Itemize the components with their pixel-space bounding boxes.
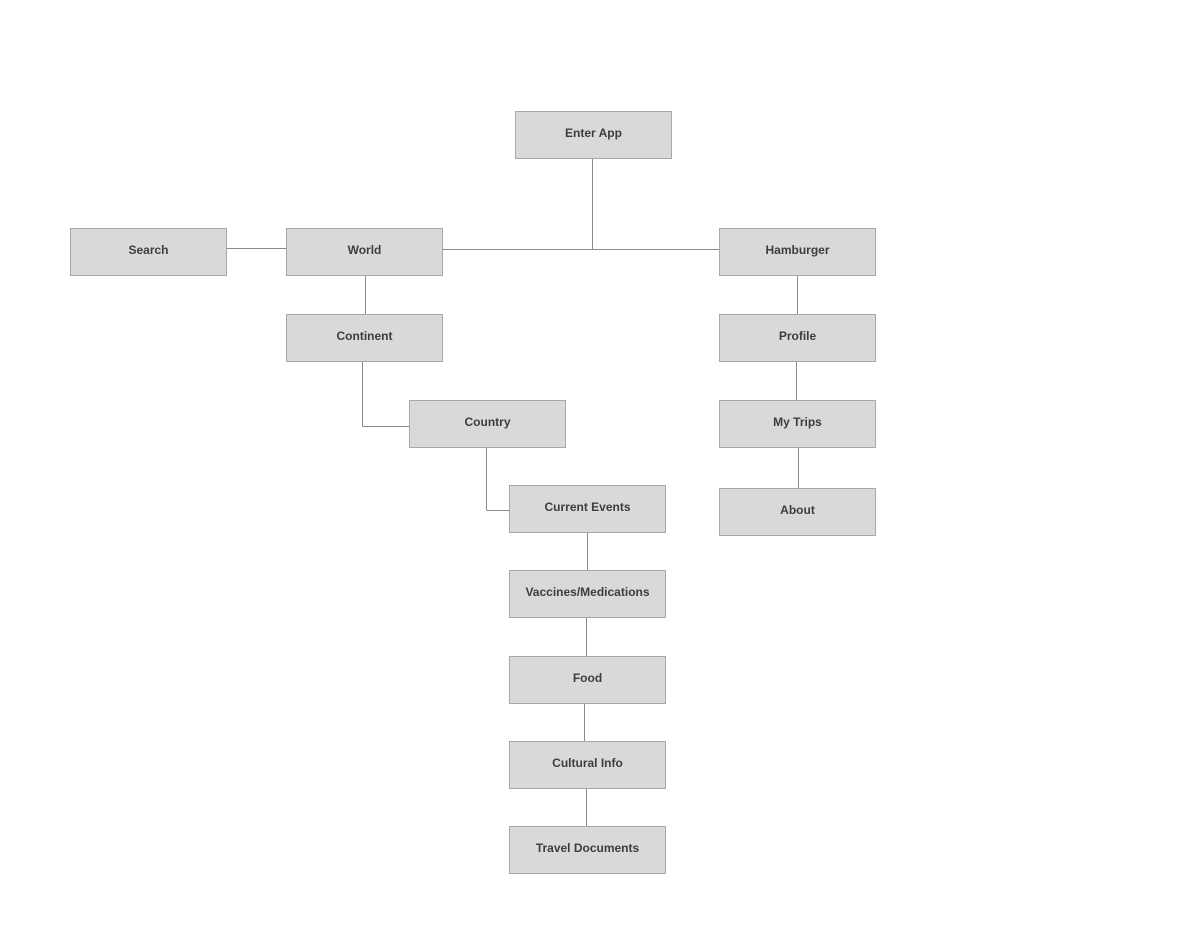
node-label: Current Events <box>544 500 631 514</box>
node-my-trips: My Trips <box>719 400 876 448</box>
node-country: Country <box>409 400 566 448</box>
node-profile: Profile <box>719 314 876 362</box>
node-label: Enter App <box>565 126 622 140</box>
node-travel-documents: Travel Documents <box>509 826 666 874</box>
node-world: World <box>286 228 443 276</box>
node-label: Food <box>572 671 603 685</box>
node-label: Vaccines/Medications <box>525 585 650 599</box>
node-food: Food <box>509 656 666 704</box>
node-current-events: Current Events <box>509 485 666 533</box>
node-enter-app: Enter App <box>515 111 672 159</box>
node-label: World <box>347 243 382 257</box>
node-label: About <box>780 503 815 517</box>
node-label: Cultural Info <box>552 756 623 770</box>
node-label: Country <box>464 415 511 429</box>
node-label: Profile <box>778 329 817 343</box>
node-vaccines-medications: Vaccines/Medications <box>509 570 666 618</box>
node-label: Search <box>128 243 169 257</box>
node-about: About <box>719 488 876 536</box>
node-continent: Continent <box>286 314 443 362</box>
node-hamburger: Hamburger <box>719 228 876 276</box>
node-label: My Trips <box>773 415 822 429</box>
node-search: Search <box>70 228 227 276</box>
node-label: Hamburger <box>765 243 830 257</box>
node-label: Travel Documents <box>535 841 640 855</box>
node-cultural-info: Cultural Info <box>509 741 666 789</box>
node-label: Continent <box>336 329 393 343</box>
